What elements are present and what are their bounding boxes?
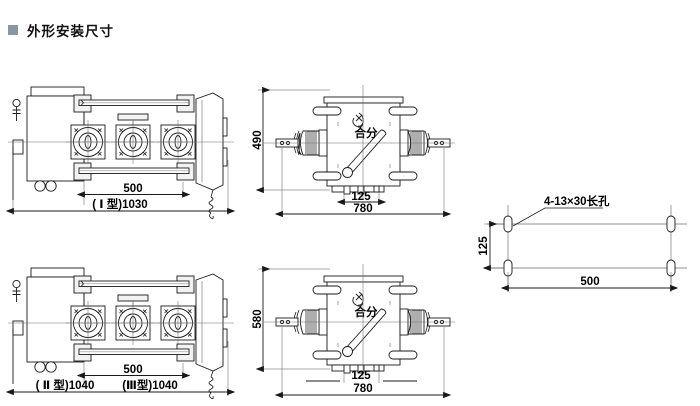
- view-side-type-i: 合分 490 125 780: [252, 85, 455, 218]
- view-front-type-i: 500 ( Ⅰ 型)1030: [5, 86, 236, 220]
- dim-780-bottom: 780: [353, 383, 372, 395]
- section-header: 外形安装尺寸: [8, 20, 114, 40]
- dim-500-top-left: 500: [123, 183, 142, 195]
- dim-125-detail: 125: [478, 236, 490, 256]
- dim-overall-type-i: ( Ⅰ 型)1030: [92, 197, 147, 211]
- label-switch-bottom: 合分: [355, 305, 378, 319]
- view-mounting-hole-detail: 4-13×30长孔 125 500: [478, 194, 687, 292]
- page-title: 外形安装尺寸: [27, 24, 114, 39]
- dim-overall-type-iii: (Ⅲ型)1040: [122, 378, 178, 392]
- dim-500-bottom-left: 500: [123, 364, 142, 376]
- view-front-type-ii-iii: 500 ( Ⅱ 型)1040 (Ⅲ型)1040: [5, 267, 236, 400]
- label-switch-top: 合分: [355, 126, 378, 140]
- dim-490: 490: [252, 130, 264, 149]
- label-hole-spec: 4-13×30长孔: [544, 194, 610, 208]
- dim-580: 580: [252, 309, 264, 328]
- dim-overall-type-ii: ( Ⅱ 型)1040: [36, 378, 95, 392]
- dim-125-top: 125: [351, 191, 371, 203]
- square-bullet-icon: [8, 25, 18, 35]
- view-side-type-ii-iii: 合分 580 125 780: [252, 264, 455, 399]
- dim-125-bottom: 125: [351, 370, 371, 382]
- dim-780-top: 780: [353, 203, 372, 215]
- dim-500-detail: 500: [580, 276, 599, 288]
